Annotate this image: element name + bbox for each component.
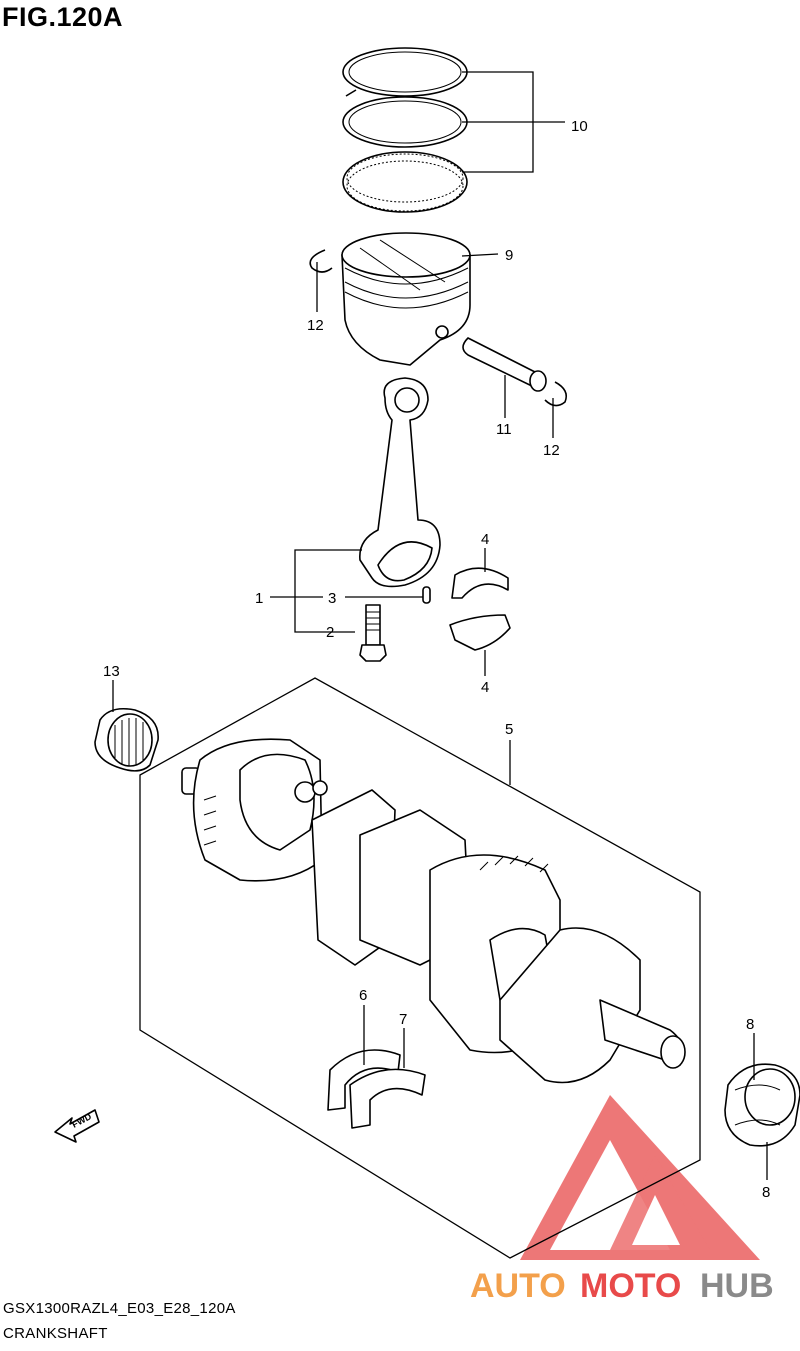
section-name: CRANKSHAFT bbox=[3, 1325, 108, 1342]
crankshaft-end-bearing bbox=[94, 707, 159, 772]
forward-direction-arrow-icon bbox=[54, 1109, 100, 1143]
callout-7: 7 bbox=[399, 1011, 407, 1028]
callout-5: 5 bbox=[505, 721, 513, 738]
piston-rings bbox=[342, 47, 468, 213]
callout-2: 2 bbox=[326, 624, 334, 641]
leader-lines bbox=[112, 71, 768, 1180]
watermark-logo bbox=[520, 1095, 760, 1260]
callout-8-upper: 8 bbox=[746, 1016, 754, 1033]
callout-10: 10 bbox=[571, 118, 588, 135]
piston-pin bbox=[462, 337, 547, 392]
watermark-text: AUTO MOTO HUB bbox=[470, 1267, 774, 1305]
callout-12-left: 12 bbox=[307, 317, 324, 334]
con-rod-bearing-lower bbox=[449, 614, 511, 651]
connecting-rod bbox=[359, 377, 441, 588]
callout-labels: 10 9 12 11 12 4 1 3 2 4 13 5 6 7 8 8 bbox=[103, 118, 770, 1201]
watermark-auto: AUTO bbox=[470, 1267, 566, 1305]
callout-13: 13 bbox=[103, 663, 120, 680]
figure-title: FIG.120A bbox=[2, 2, 124, 32]
dowel-pin bbox=[422, 586, 431, 604]
watermark-hub: HUB bbox=[700, 1267, 774, 1305]
thrust-bearing-7 bbox=[349, 1068, 426, 1129]
con-rod-bolt bbox=[359, 604, 387, 662]
callout-1: 1 bbox=[255, 590, 263, 607]
callout-4-upper: 4 bbox=[481, 531, 489, 548]
piston bbox=[341, 232, 471, 366]
callout-11: 11 bbox=[496, 421, 512, 438]
crankshaft bbox=[181, 738, 686, 1084]
con-rod-bearing-upper bbox=[451, 567, 509, 599]
circlip-right bbox=[544, 381, 568, 407]
callout-8-lower: 8 bbox=[762, 1184, 770, 1201]
callout-9: 9 bbox=[505, 247, 513, 264]
callout-12-right: 12 bbox=[543, 442, 560, 459]
callout-3: 3 bbox=[328, 590, 336, 607]
callout-4-lower: 4 bbox=[481, 679, 489, 696]
model-code: GSX1300RAZL4_E03_E28_120A bbox=[3, 1300, 236, 1317]
crankshaft-main-bearing bbox=[724, 1063, 800, 1147]
circlip-left bbox=[309, 249, 333, 273]
crankshaft-group-outline bbox=[139, 677, 701, 1259]
watermark-moto: MOTO bbox=[580, 1267, 681, 1305]
callout-6: 6 bbox=[359, 987, 367, 1004]
